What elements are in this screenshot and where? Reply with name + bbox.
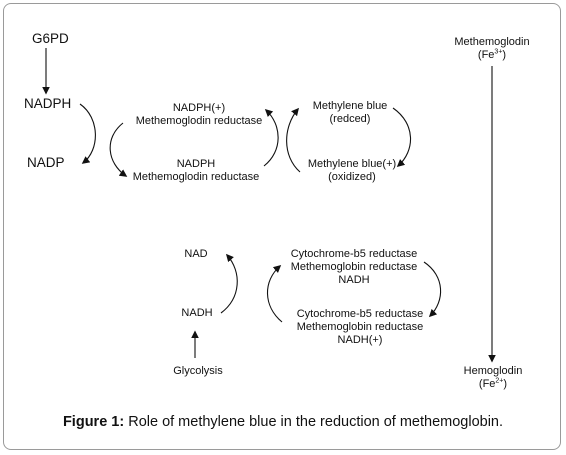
methylene-top-line2: (redced) [329,113,371,125]
nad-label: NAD [184,248,208,260]
methemoglobin-label: Methemoglodin (Fe3+) [454,36,529,62]
cytochrome-bottom-line1: Cytochrome-b5 reductase [296,308,424,320]
reductase-bottom-label: NADPH Methemoglodin reductase [133,158,260,184]
cytochrome-top-line2: Methemoglobin reductase [290,261,418,273]
caption-label: Figure 1: [62,414,125,430]
nadp-label: NADP [27,155,65,170]
methylene-bottom-line1: Methylene blue(+) [307,158,397,170]
hemoglobin-ion: (Fe2+) [478,377,508,390]
nadph-label: NADPH [24,96,72,111]
reductase-top-line2: Methemoglodin reductase [135,115,263,127]
figure-caption: Figure 1: Role of methylene blue in the … [0,413,566,431]
methemoglobin-name: Methemoglodin [454,36,530,48]
methylene-top-line1: Methylene blue [312,100,388,112]
cytochrome-bottom-label: Cytochrome-b5 reductase Methemoglobin re… [297,308,424,347]
cytochrome-right-arrow [423,261,442,318]
nadph-to-nadp-arrow [79,103,96,164]
methemoglobin-ion: (Fe3+) [477,48,507,61]
methylene-right-arrow [392,107,412,168]
cytochrome-bottom-line2: Methemoglobin reductase [296,321,424,333]
reductase-top-label: NADPH(+) Methemoglodin reductase [136,102,263,128]
glycolysis-label: Glycolysis [173,365,223,377]
hemoglobin-name: Hemoglodin [463,365,523,377]
nadh-label: NADH [181,307,213,319]
cytochrome-top-label: Cytochrome-b5 reductase Methemoglobin re… [291,248,418,287]
nadh-to-nad-arrow [220,253,238,314]
methylene-left-arrow [286,107,301,173]
cytochrome-left-arrow [267,264,283,323]
methylene-bottom-line2: (oxidized) [328,171,376,183]
g6pd-label: G6PD [32,31,69,46]
reductase-left-arrow [109,122,128,177]
cytochrome-top-line1: Cytochrome-b5 reductase [290,248,418,260]
reductase-bottom-line2: Methemoglodin reductase [132,171,260,183]
reductase-bottom-line1: NADPH [176,158,216,170]
methylene-blue-reduced-label: Methylene blue (redced) [313,100,388,126]
cytochrome-top-line3: NADH [338,274,370,286]
cytochrome-bottom-line3: NADH(+) [337,334,383,346]
caption-text: Role of methylene blue in the reduction … [124,414,504,430]
methylene-blue-oxidized-label: Methylene blue(+) (oxidized) [308,158,396,184]
reductase-right-arrow [263,108,279,167]
hemoglobin-label: Hemoglodin (Fe2+) [464,365,523,391]
reductase-top-line1: NADPH(+) [172,102,226,114]
figure-frame [3,3,561,450]
